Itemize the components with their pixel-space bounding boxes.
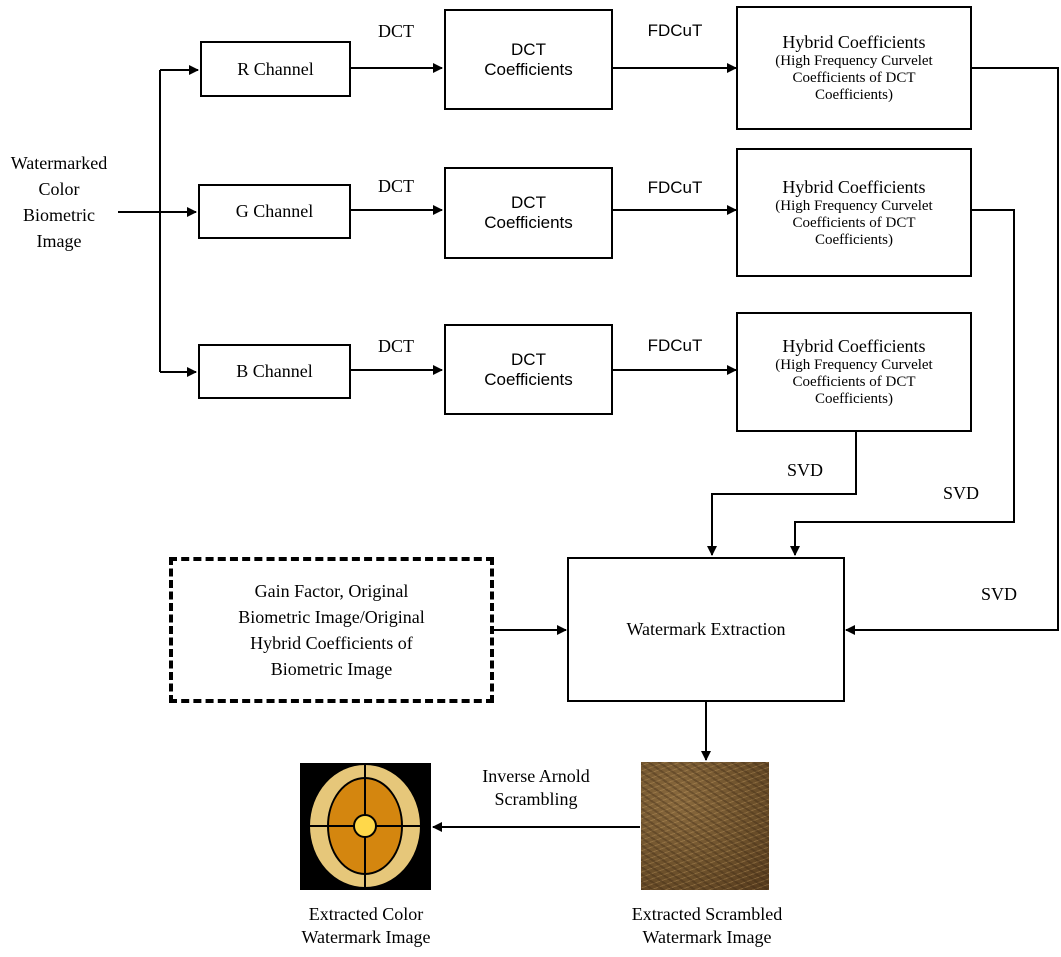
key-line: Biometric Image/Original: [238, 606, 425, 627]
inverse-arnold-line: Inverse Arnold: [482, 766, 590, 786]
key-line: Biometric Image: [270, 659, 393, 680]
watermark-extraction-box: Watermark Extraction: [567, 557, 845, 702]
svd-label-r: SVD: [980, 584, 1017, 604]
r-dct-box-line: DCT: [511, 39, 546, 59]
g-hybrid-title: Hybrid Coefficients: [782, 176, 926, 197]
g-hybrid-detail: Coefficients): [814, 231, 894, 248]
b-fdcut-label: FDCuT: [647, 336, 703, 355]
color-caption-line: Watermark Image: [301, 926, 431, 947]
watermark-extraction-label: Watermark Extraction: [626, 619, 786, 639]
r-hybrid-detail: Coefficients): [814, 87, 894, 103]
r-dct-box-line: Coefficients: [484, 59, 573, 79]
b-dct-box-line: DCT: [511, 349, 546, 369]
g-dct-coefficients-box: DCT Coefficients: [444, 167, 613, 259]
r-hybrid-box: Hybrid Coefficients (High Frequency Curv…: [736, 6, 972, 130]
g-dct-box-line: DCT: [511, 193, 546, 212]
inverse-arnold-line: Scrambling: [494, 788, 578, 809]
b-channel-box: B Channel: [198, 344, 351, 399]
g-dct-box-line: Coefficients: [484, 213, 573, 232]
scrambled-caption-line: Watermark Image: [642, 926, 772, 947]
b-hybrid-detail: Coefficients): [814, 391, 894, 407]
svd-path-r: [845, 67, 1059, 635]
g-channel-box: G Channel: [198, 184, 351, 239]
g-dct-label: DCT: [378, 176, 414, 196]
b-channel-label: B Channel: [236, 361, 313, 381]
color-watermark-caption: Extracted Color Watermark Image: [266, 903, 466, 948]
watermark-image: [300, 763, 431, 890]
input-label-line: Color: [38, 179, 80, 200]
b-hybrid-detail: (High Frequency Curvelet: [775, 357, 933, 373]
r-hybrid-detail: (High Frequency Curvelet: [775, 53, 933, 69]
input-label-line: Biometric: [23, 205, 95, 226]
key-line: Gain Factor, Original: [254, 580, 409, 601]
g-channel-label: G Channel: [235, 201, 314, 221]
r-fdcut-label: FDCuT: [647, 21, 703, 40]
svd-label-b: SVD: [786, 460, 823, 480]
r-hybrid-title: Hybrid Coefficients: [782, 32, 926, 52]
svd-path-g: [790, 209, 1015, 556]
scrambled-watermark-image: [641, 762, 769, 890]
g-hybrid-box: Hybrid Coefficients (High Frequency Curv…: [736, 148, 972, 277]
svd-label-g: SVD: [942, 483, 979, 503]
input-label-line: Image: [36, 231, 82, 252]
r-channel-label: R Channel: [237, 58, 314, 79]
b-dct-label: DCT: [378, 336, 414, 356]
b-hybrid-box: Hybrid Coefficients (High Frequency Curv…: [736, 312, 972, 432]
r-hybrid-detail: Coefficients of DCT: [792, 70, 916, 86]
input-label-line: Watermarked: [10, 153, 108, 173]
key-inputs-box: Gain Factor, Original Biometric Image/Or…: [169, 557, 494, 703]
g-hybrid-detail: Coefficients of DCT: [792, 214, 916, 231]
color-caption-line: Extracted Color: [308, 904, 424, 924]
r-dct-label: DCT: [378, 21, 414, 41]
b-hybrid-title: Hybrid Coefficients: [782, 336, 926, 356]
svd-path-b: [707, 432, 857, 556]
g-fdcut-label: FDCuT: [647, 178, 703, 197]
r-dct-coefficients-box: DCT Coefficients: [444, 9, 613, 110]
b-hybrid-detail: Coefficients of DCT: [792, 374, 916, 390]
r-channel-box: R Channel: [200, 41, 351, 97]
watermark-center: [353, 814, 377, 838]
g-hybrid-detail: (High Frequency Curvelet: [775, 197, 933, 214]
scrambled-caption-line: Extracted Scrambled: [631, 904, 783, 924]
b-dct-box-line: Coefficients: [484, 369, 573, 389]
b-dct-coefficients-box: DCT Coefficients: [444, 324, 613, 415]
scrambled-watermark-caption: Extracted Scrambled Watermark Image: [600, 903, 814, 948]
key-line: Hybrid Coefficients of: [250, 633, 413, 653]
input-label: Watermarked Color Biometric Image: [0, 150, 118, 254]
inverse-arnold-label: Inverse Arnold Scrambling: [446, 765, 626, 810]
